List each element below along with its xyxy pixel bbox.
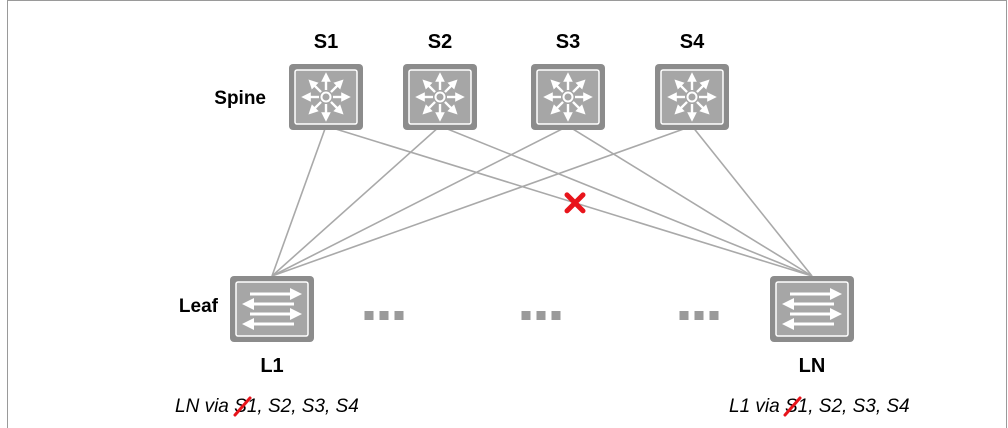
spine-label: S4 [680, 31, 705, 53]
diagram-frame [7, 0, 1007, 428]
ellipsis-more-leaves [521, 311, 561, 320]
link-s2-l1 [271, 125, 441, 277]
leaf-switch-icon [242, 288, 302, 330]
spine-switch-s3: S3 [531, 31, 605, 130]
link-s4-l1 [271, 125, 693, 277]
spine-label: S2 [428, 31, 452, 53]
link-failure-mark [564, 192, 586, 214]
link-s4-ln [691, 125, 813, 277]
spine-layer: S1 S2 S3 S4 [289, 31, 729, 130]
leaf-label: L1 [260, 355, 283, 377]
ellipsis-more-leaves [679, 311, 719, 320]
spine-switch-s4: S4 [655, 31, 729, 130]
leaf-label: LN [799, 355, 826, 377]
spine-label: S1 [314, 31, 338, 53]
spine-switch-icon [301, 72, 351, 122]
leaf-layer: L1 LN [230, 276, 854, 377]
leaf-tier-label: Leaf [179, 296, 219, 317]
spine-switch-s2: S2 [403, 31, 477, 130]
failure-layer [564, 192, 586, 214]
route-rest: , S2, S3, S4 [808, 396, 909, 417]
leaf-switch-ln: LN [770, 276, 854, 377]
leaf-switch-icon [782, 288, 842, 330]
route-prefix: LN via [175, 396, 234, 417]
route-struck-spine: S1 [785, 396, 808, 417]
link-s2-ln [439, 125, 813, 277]
link-s3-l1 [271, 125, 569, 277]
links-layer [271, 125, 813, 277]
ellipsis-more-leaves [364, 311, 404, 320]
route-struck-spine: S1 [234, 396, 257, 417]
link-s1-ln [325, 125, 813, 277]
strike-mark-ln [783, 396, 802, 417]
leaf-switch-l1: L1 [230, 276, 314, 377]
route-text-ln: L1 via S1, S2, S3, S4 [729, 396, 910, 417]
spine-switch-icon [415, 72, 465, 122]
spine-tier-label: Spine [214, 88, 266, 109]
route-text-l1: LN via S1, S2, S3, S4 [175, 396, 359, 417]
spine-label: S3 [556, 31, 580, 53]
spine-switch-s1: S1 [289, 31, 363, 130]
link-s1-l1 [271, 125, 327, 277]
link-s3-ln [567, 125, 813, 277]
route-rest: , S2, S3, S4 [257, 396, 358, 417]
spine-switch-icon [543, 72, 593, 122]
strike-mark-l1 [233, 396, 252, 417]
spine-switch-icon [667, 72, 717, 122]
ellipsis-layer [364, 311, 719, 320]
route-prefix: L1 via [729, 396, 785, 417]
